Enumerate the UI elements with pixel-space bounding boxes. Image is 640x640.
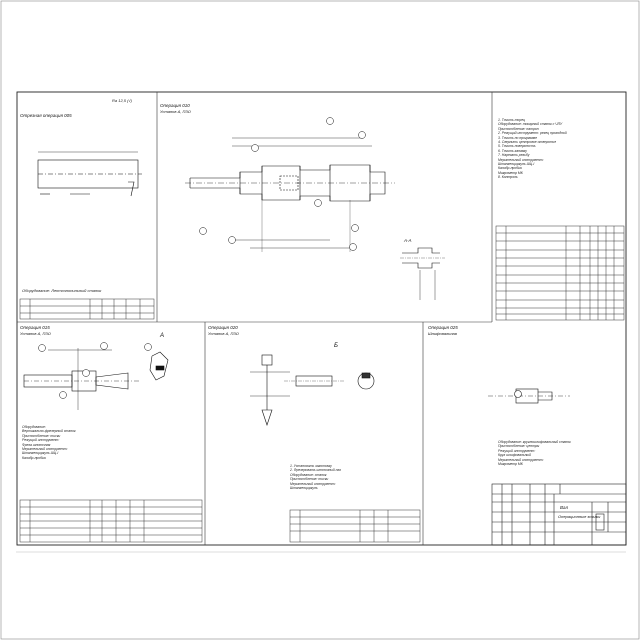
view-b-label: Б (334, 343, 338, 349)
op005-sketch (37, 151, 142, 197)
op005-note: Оборудование: Ленточнопильный станок (22, 288, 102, 293)
op010-callouts (199, 117, 366, 251)
op015-callouts (38, 342, 152, 399)
section-aa-sketch (400, 247, 445, 300)
op005-table (19, 298, 155, 320)
op020-notes: 1. Установить заготовку 2. Фрезеровать ш… (290, 464, 341, 490)
op020-setup: Установ А, ПЗО (208, 331, 239, 336)
op025-setup: Шлифовальная (428, 331, 457, 336)
op020-title: Операция 020 (208, 325, 238, 330)
op025-sketch (488, 388, 570, 404)
op015-sketch (23, 348, 169, 410)
title-document: Операционные эскизы (558, 514, 601, 519)
op010-title: Операция 010 (160, 103, 190, 108)
op020-sketch (250, 354, 375, 426)
op015-title: Операция 015 (20, 325, 50, 330)
op010-route-table (495, 225, 625, 321)
op025-title: Операция 025 (428, 325, 458, 330)
op020-table (289, 509, 421, 543)
inner-frame (16, 91, 627, 546)
op015-setup: Установ А, ПЗО (20, 331, 51, 336)
op025-notes: Оборудование: круглошлифовальный станок … (498, 440, 571, 466)
op015-table (19, 499, 203, 543)
op010-setup: Установ А, ПЗО (160, 109, 191, 114)
op015-notes: Оборудование: Вертикально-фрезерный стан… (22, 425, 76, 460)
roughness-mark: Ra 12,5 (√) (112, 98, 132, 103)
title-block (491, 483, 627, 546)
title-stamp (595, 513, 605, 531)
title-part-name: Вал (560, 505, 568, 510)
op010-shaft (185, 137, 395, 252)
section-aa-label: А-А (404, 238, 412, 243)
view-a-label: А (160, 333, 165, 339)
op010-notes: 1. Точить торец Оборудование: токарный с… (498, 118, 567, 180)
op005-title: Отрезная операция 005 (20, 113, 72, 118)
panel-dividers (17, 92, 493, 545)
